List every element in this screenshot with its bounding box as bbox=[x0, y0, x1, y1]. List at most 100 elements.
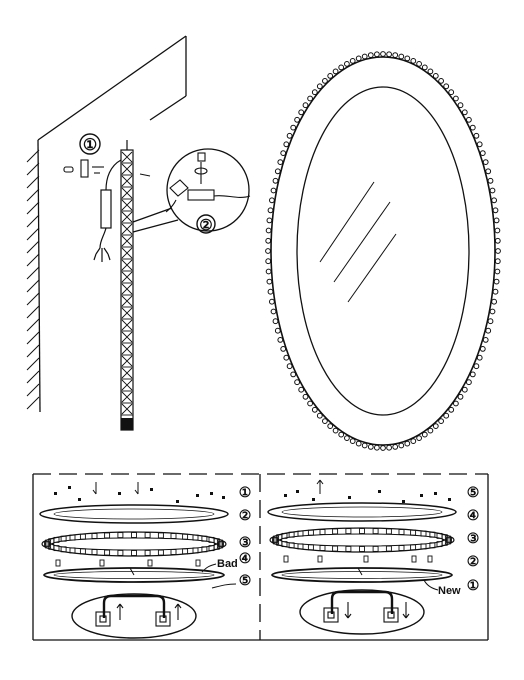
wall-hatch-line bbox=[26, 357, 40, 371]
peg bbox=[195, 559, 201, 567]
mirror-bead bbox=[332, 68, 339, 75]
handle-clip-left bbox=[95, 611, 111, 627]
mirror-bead bbox=[479, 346, 486, 352]
mirror-bead bbox=[327, 73, 334, 79]
handle-clip-right bbox=[155, 611, 171, 627]
strip-cross bbox=[121, 175, 133, 187]
mirror-bead bbox=[338, 431, 345, 438]
mirror-bead bbox=[344, 435, 350, 442]
ring-bead bbox=[60, 535, 67, 542]
mirror-bead bbox=[487, 318, 494, 325]
mirror-bead bbox=[473, 132, 480, 139]
loose-bead bbox=[312, 498, 315, 501]
mirror-bead bbox=[332, 427, 339, 434]
ring-bead bbox=[345, 545, 352, 552]
peg bbox=[55, 559, 61, 567]
mirror-bead bbox=[367, 444, 374, 450]
mirror-bead bbox=[307, 400, 314, 407]
mirror-bead bbox=[438, 418, 445, 425]
mirror-bead bbox=[386, 51, 393, 58]
ring-bead bbox=[170, 533, 177, 539]
ring-bead bbox=[297, 543, 304, 550]
ring-bead bbox=[192, 534, 199, 541]
mirror-bead bbox=[265, 268, 272, 275]
bead-ring-inner bbox=[279, 533, 445, 547]
oval-mirror bbox=[270, 56, 496, 446]
ring-bead bbox=[170, 549, 177, 555]
mirror-bead bbox=[322, 78, 328, 84]
mirror-bead bbox=[427, 427, 434, 434]
arrow-up-icon bbox=[92, 482, 139, 495]
handle-oval bbox=[71, 593, 197, 639]
loose-bead bbox=[118, 492, 121, 495]
ring-bead bbox=[359, 546, 365, 552]
ring-bead bbox=[144, 549, 151, 556]
ring-bead bbox=[131, 532, 137, 538]
ring-bead bbox=[104, 532, 111, 539]
mirror-bead bbox=[294, 116, 301, 123]
ring-layer-1-right bbox=[271, 567, 453, 583]
mirror-bead bbox=[277, 337, 284, 343]
mirror-bead bbox=[494, 227, 501, 234]
mirror-bead bbox=[283, 354, 290, 361]
mirror-bead bbox=[485, 327, 492, 334]
strip-cross bbox=[121, 199, 133, 211]
loose-bead bbox=[176, 500, 179, 503]
mirror-bead bbox=[266, 217, 273, 224]
wall-hatch-line bbox=[26, 344, 40, 358]
mirror-bead bbox=[294, 379, 301, 386]
mirror-bead bbox=[392, 52, 399, 58]
wall-hatch-line bbox=[26, 149, 40, 163]
right-step-2: ② bbox=[467, 553, 480, 569]
ring-bead bbox=[345, 528, 352, 535]
new-callout: New bbox=[438, 585, 461, 597]
peg bbox=[283, 555, 289, 563]
ring-bead bbox=[104, 549, 111, 556]
mirror-bead bbox=[473, 363, 480, 370]
ring-layer-2-pegs-right bbox=[283, 555, 433, 563]
mirror-bead bbox=[298, 386, 305, 393]
mirror-bead bbox=[277, 159, 284, 166]
mirror-bead bbox=[270, 187, 277, 194]
mirror-bead bbox=[269, 197, 275, 204]
mirror-bead bbox=[485, 168, 492, 175]
arrow-down-icon bbox=[344, 602, 410, 619]
mirror-bead bbox=[380, 445, 386, 451]
mirror-glare bbox=[319, 181, 397, 303]
mirror-bead bbox=[265, 248, 271, 254]
bead-ring-inner bbox=[51, 537, 217, 551]
strip-cross bbox=[121, 319, 133, 331]
mirror-bead bbox=[367, 52, 374, 58]
mirror-bead bbox=[361, 442, 368, 449]
ring-bead bbox=[208, 545, 215, 552]
ring-bead bbox=[201, 535, 208, 542]
ring-bead bbox=[410, 544, 417, 551]
ring-bead bbox=[144, 532, 151, 539]
wall-hatch-line bbox=[26, 214, 40, 228]
install-sequence: ⑤ ④ ③ ② ① New bbox=[267, 479, 480, 635]
wall-hatch-line bbox=[26, 162, 40, 176]
replacement-panel-frame bbox=[32, 473, 489, 641]
loose-bead bbox=[196, 494, 199, 497]
arrow-left-icon bbox=[139, 173, 151, 177]
bead-ring-outline bbox=[269, 527, 455, 553]
mirror-bead bbox=[453, 95, 459, 102]
bead-ring-outline bbox=[41, 531, 227, 557]
ring-layer-2 bbox=[39, 504, 229, 524]
ring-layer-3-beads-right bbox=[269, 527, 455, 553]
left-step-3: ③ bbox=[239, 534, 252, 550]
mirror-bead bbox=[338, 64, 345, 71]
mirror-bead bbox=[489, 187, 496, 194]
mirror-bead bbox=[469, 124, 476, 131]
ring-bead bbox=[69, 547, 76, 554]
mirror-bead bbox=[392, 444, 399, 450]
wall-hatch-line bbox=[26, 370, 40, 384]
mirror-bead bbox=[398, 442, 405, 449]
mirror-bead bbox=[404, 440, 411, 447]
mirror-bead bbox=[461, 386, 468, 393]
mirror-bead bbox=[448, 406, 455, 413]
mirror-bead bbox=[302, 393, 309, 400]
peg bbox=[411, 555, 417, 563]
ring-bead bbox=[398, 545, 405, 551]
mirror-bead bbox=[374, 51, 380, 58]
